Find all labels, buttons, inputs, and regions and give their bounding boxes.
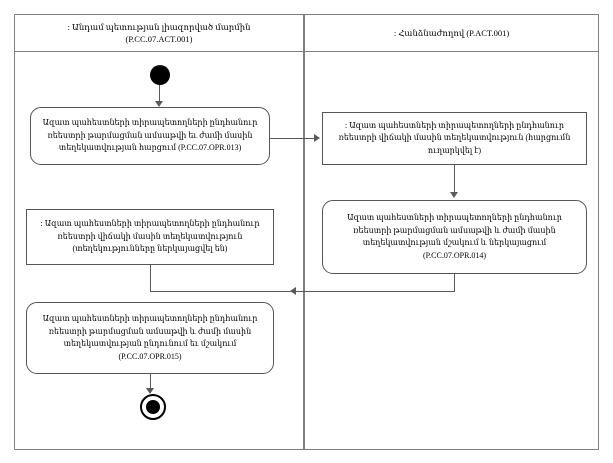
arrowhead-down-icon: [450, 192, 458, 198]
action2-line1: Ազատ պահեստների տիրապետողների: [347, 213, 513, 222]
action1-line3: տեղեկատվության հարցում (P.CC.07.OPR.013): [58, 143, 242, 153]
action2-line3: ժամի մասին տեղեկատվության մշակում և: [362, 225, 556, 248]
object2-line3: (տեղեկությունները ներկայացվել են): [72, 244, 228, 254]
action3-line1: Ազատ պահեստների տիրապետողների: [42, 314, 208, 323]
edge-action3-to-final: [150, 374, 151, 390]
swimlane-left-title-line1: : Անդամ պետության լիազորված մարմին: [67, 21, 251, 32]
arrowhead-down-icon: [146, 388, 154, 394]
object1-line3: (հարցումն ուղարկվել է): [427, 133, 571, 155]
action-node-request-info[interactable]: Ազատ պահեստների տիրապետողների ընդհանուր …: [30, 107, 270, 165]
object2-line1: : Ազատ պահեստների տիրապետողների ընդհանու…: [40, 219, 260, 229]
action2-line2: ընդհանուր ռեեստրի թարմացման ամսաթվի և: [353, 213, 562, 235]
arrowhead-left-icon: [290, 287, 296, 295]
swimlane-left: [14, 14, 304, 450]
swimlane-right: [304, 14, 599, 450]
action3-line3: ժամի մասին տեղեկատվության ընդունում եւ: [63, 326, 252, 349]
arrowhead-down-icon: [155, 101, 163, 107]
swimlane-header-left: : Անդամ պետության լիազորված մարմին (P.CC…: [14, 14, 304, 52]
action1-line1: Ազատ պահեստների տիրապետողների ընդհանուր: [42, 118, 258, 128]
edge-action1-to-object1: [270, 138, 314, 139]
object-node-request-sent[interactable]: : Ազատ պահեստների տիրապետողների ընդհանու…: [322, 112, 587, 165]
swimlane-header-right: : Հանձնաժողով (P.ACT.001): [304, 14, 599, 52]
edge-initial-to-action1: [159, 85, 160, 103]
edge-action2-down: [454, 274, 455, 292]
final-node-icon: [140, 394, 166, 420]
action-node-receive-and-process[interactable]: Ազատ պահեստների տիրապետողների ընդհանուր …: [26, 302, 274, 374]
action2-line4: ներկայացում (P.CC.07.OPR.014): [422, 238, 547, 260]
action-node-process-and-present[interactable]: Ազատ պահեստների տիրապետողների ընդհանուր …: [322, 200, 587, 274]
swimlane-right-title-line1: : Հանձնաժողով (P.ACT.001): [393, 27, 510, 38]
edge-action2-to-object2: [150, 291, 455, 292]
object1-line2: ռեեստրի վիճակի մասին տեղեկատվություն: [338, 133, 524, 143]
initial-node-icon: [150, 65, 170, 85]
object-node-info-presented[interactable]: : Ազատ պահեստների տիրապետողների ընդհանու…: [26, 209, 274, 265]
object1-line1: : Ազատ պահեստների տիրապետողների ընդհանու…: [345, 120, 564, 130]
arrowhead-right-icon: [314, 134, 320, 142]
edge-object2-down-stub: [150, 265, 151, 291]
action1-line2: ռեեստրի թարմացման ամսաթվի եւ ժամի մասին: [47, 130, 253, 140]
edge-object1-to-action2: [454, 165, 455, 194]
object2-line2: ռեեստրի վիճակի մասին տեղեկատվություն: [57, 231, 243, 241]
action3-line2: ընդհանուր ռեեստրի թարմացման ամսաթվի և: [48, 314, 258, 336]
action3-line4: մշակում (P.CC.07.OPR.015): [118, 339, 237, 361]
swimlane-left-title-line2: (P.CC.07.ACT.001): [125, 33, 193, 44]
